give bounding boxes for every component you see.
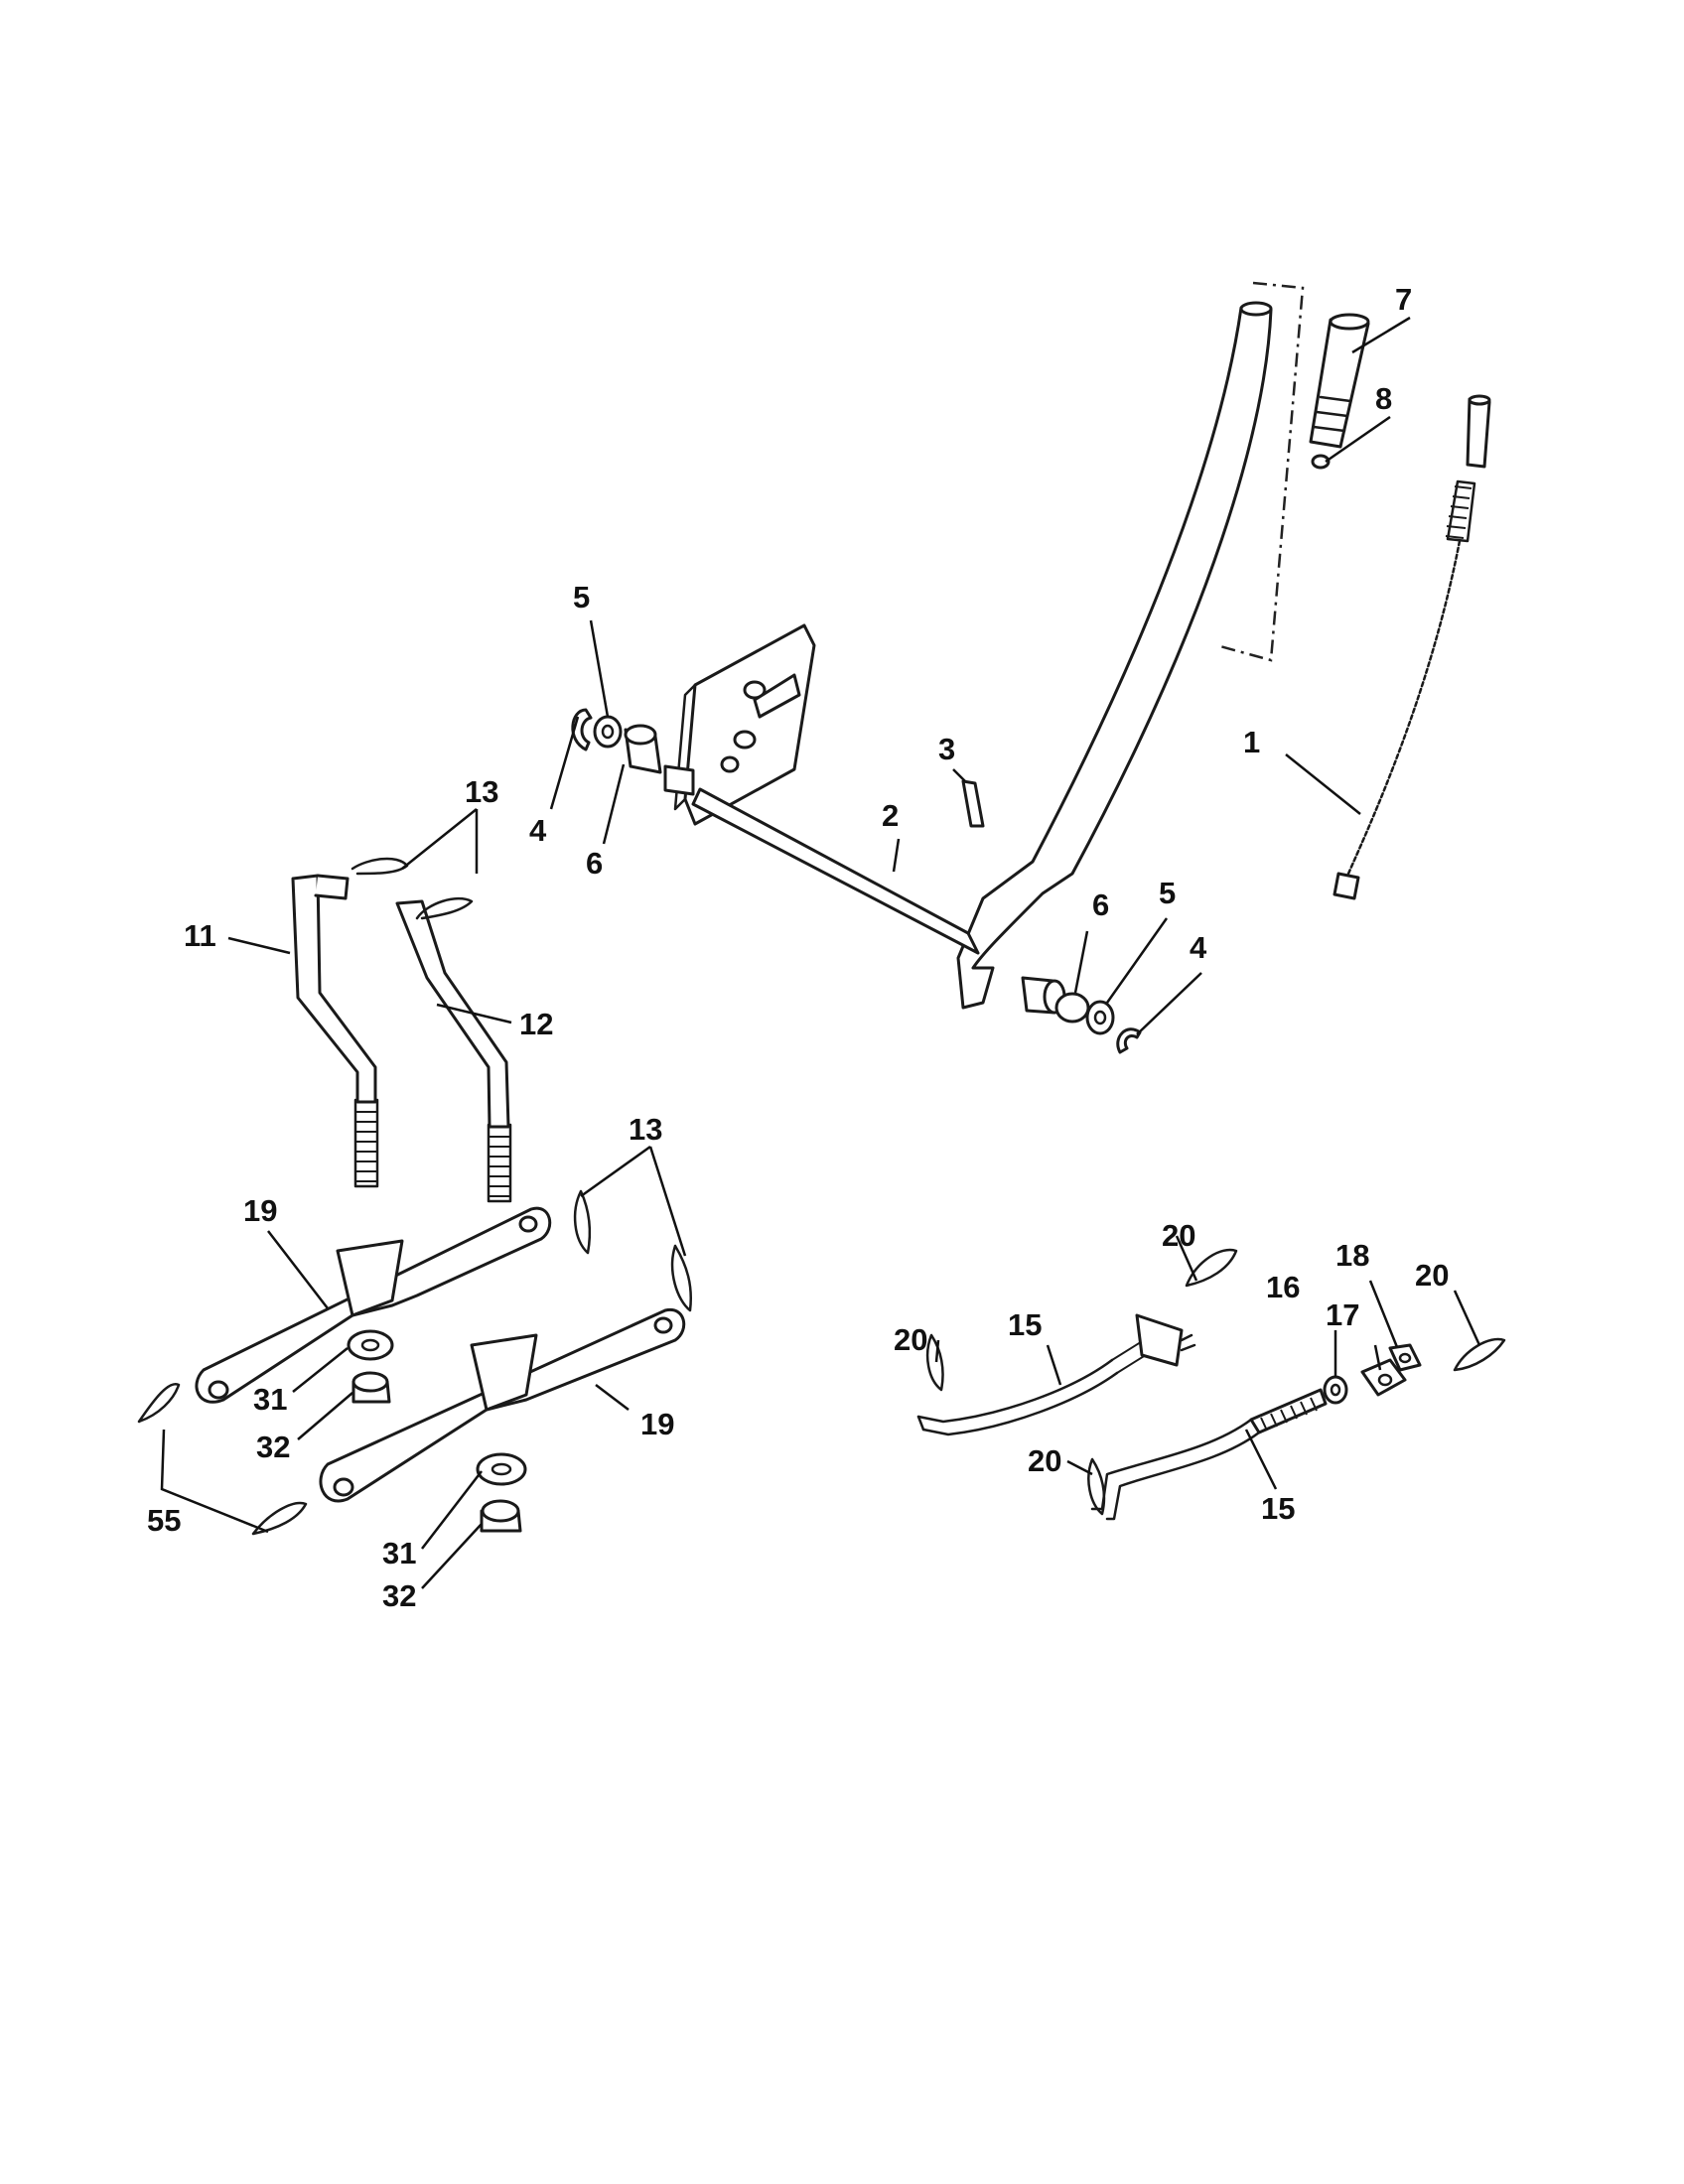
lift-shaft bbox=[663, 764, 980, 955]
callout-31: 31 bbox=[382, 1536, 416, 1570]
callout-7: 7 bbox=[1395, 282, 1412, 317]
callout-3: 3 bbox=[938, 732, 955, 766]
hairpin-clip bbox=[925, 1333, 944, 1392]
callout-55: 55 bbox=[147, 1503, 181, 1538]
hairpin-clip bbox=[415, 896, 474, 920]
callout-2: 2 bbox=[882, 798, 899, 833]
callout-20: 20 bbox=[1415, 1258, 1449, 1293]
leader-lines bbox=[160, 316, 1481, 1589]
hairpin-clip bbox=[1185, 1248, 1238, 1288]
roll-pin bbox=[961, 779, 985, 828]
washer-right bbox=[1085, 1000, 1115, 1035]
hairpin-clip bbox=[573, 1189, 592, 1255]
callout-15: 15 bbox=[1008, 1307, 1042, 1342]
callout-31: 31 bbox=[253, 1382, 287, 1417]
handle-extension-phantom bbox=[1215, 281, 1305, 662]
bushing-right-2 bbox=[1054, 992, 1090, 1024]
callout-6: 6 bbox=[1092, 887, 1109, 922]
hairpin-clip bbox=[1087, 1457, 1106, 1516]
callout-20: 20 bbox=[894, 1322, 927, 1357]
washer-16 bbox=[1323, 1375, 1348, 1405]
nut-18 bbox=[1388, 1343, 1422, 1372]
callout-8: 8 bbox=[1375, 381, 1392, 416]
lift-arm-upper bbox=[195, 1206, 552, 1404]
retaining-ring-right bbox=[1116, 1027, 1142, 1054]
callout-20: 20 bbox=[1162, 1218, 1195, 1253]
callout-20: 20 bbox=[1028, 1443, 1061, 1478]
callout-18: 18 bbox=[1335, 1238, 1369, 1273]
hairpin-clip bbox=[1453, 1337, 1506, 1372]
mounting-plate bbox=[673, 623, 816, 826]
callout-1: 1 bbox=[1243, 725, 1260, 759]
swivel-block-17 bbox=[1360, 1358, 1407, 1397]
callout-5: 5 bbox=[573, 580, 590, 614]
nut bbox=[480, 1499, 522, 1533]
callout-32: 32 bbox=[256, 1430, 290, 1464]
bushing-left bbox=[624, 724, 662, 774]
lift-arm-lower bbox=[319, 1307, 686, 1503]
hairpin-clip bbox=[137, 1383, 181, 1424]
callout-17: 17 bbox=[1326, 1297, 1359, 1332]
lift-link-left bbox=[291, 874, 379, 1188]
callout-4: 4 bbox=[529, 813, 547, 848]
hairpin-clip bbox=[351, 857, 409, 876]
callout-4: 4 bbox=[1190, 930, 1207, 965]
callout-15: 15 bbox=[1261, 1491, 1295, 1526]
callout-32: 32 bbox=[382, 1578, 416, 1613]
lift-handle bbox=[956, 301, 1273, 1010]
spacer bbox=[347, 1329, 394, 1361]
retaining-ring-left bbox=[571, 708, 593, 751]
grip-screw bbox=[1311, 454, 1331, 470]
callout-6: 6 bbox=[586, 846, 603, 881]
nut bbox=[351, 1371, 391, 1404]
callout-11: 11 bbox=[184, 918, 216, 953]
hairpin-clip bbox=[670, 1244, 692, 1312]
washer-left bbox=[593, 715, 623, 749]
callout-13: 13 bbox=[629, 1112, 662, 1147]
handle-grip bbox=[1309, 313, 1370, 449]
callout-5: 5 bbox=[1159, 876, 1176, 910]
callout-19: 19 bbox=[243, 1193, 277, 1228]
callout-labels: 1 2 3 4 4 5 5 6 6 7 8 11 12 13 13 15 15 … bbox=[147, 282, 1449, 1613]
callout-16: 16 bbox=[1266, 1270, 1300, 1304]
lift-link-right bbox=[395, 899, 512, 1203]
spacer bbox=[476, 1452, 527, 1486]
callout-13: 13 bbox=[465, 774, 498, 809]
adjustment-rod-upper bbox=[916, 1313, 1196, 1436]
hairpin-clip bbox=[251, 1501, 308, 1536]
callout-19: 19 bbox=[640, 1407, 674, 1441]
callout-12: 12 bbox=[519, 1007, 553, 1041]
lift-spring-cable bbox=[1333, 394, 1491, 900]
